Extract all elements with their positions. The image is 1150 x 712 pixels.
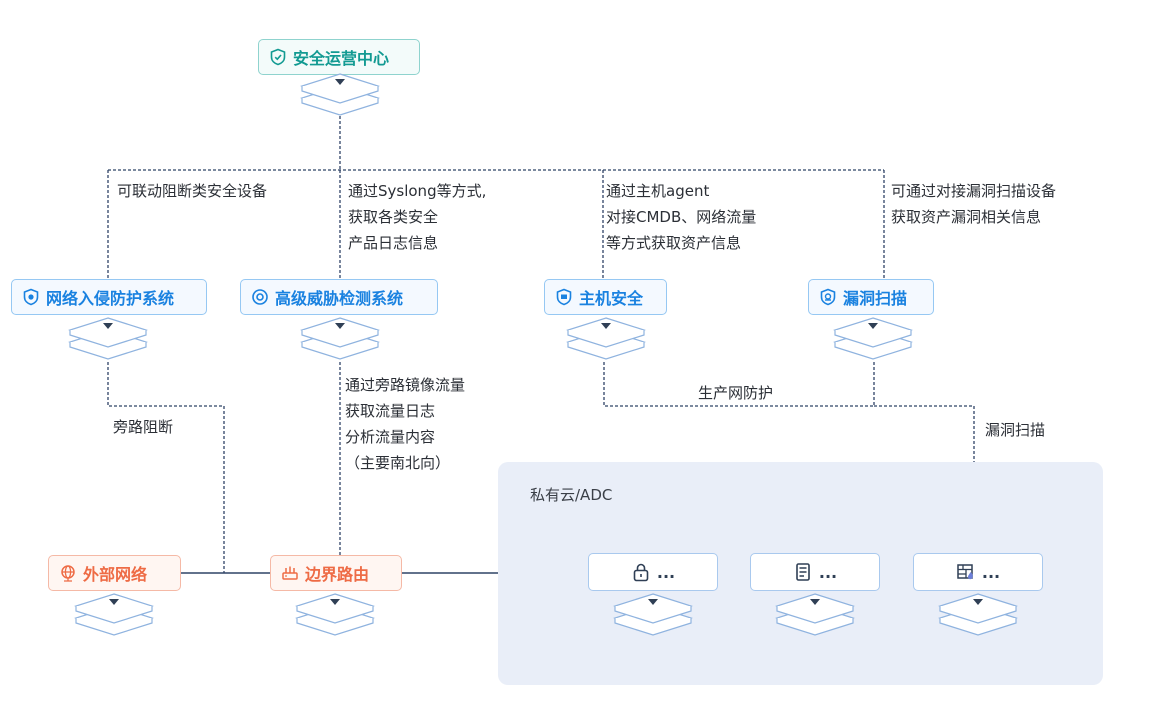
apt-stack-icon — [298, 316, 382, 360]
cloud-asset-lock[interactable]: ... — [588, 553, 718, 591]
ips-label: 网络入侵防护系统 — [46, 289, 175, 308]
hids-stack-icon — [564, 316, 648, 360]
lock-asset-stack-icon — [611, 592, 695, 636]
cloud-asset-firewall[interactable]: ... — [913, 553, 1043, 591]
vuln-stack-icon — [831, 316, 915, 360]
ips-node[interactable]: 网络入侵防护系统 — [11, 279, 207, 315]
shield-host-icon — [555, 288, 573, 306]
note-vuln-scan: 漏洞扫描 — [985, 421, 1046, 439]
hids-protect-line — [603, 362, 875, 407]
private-cloud-title: 私有云/ADC — [530, 486, 613, 504]
external-network-node[interactable]: 外部网络 — [48, 555, 181, 591]
apt-node[interactable]: 高级威胁检测系统 — [240, 279, 438, 315]
firewall-asset-stack-icon — [936, 592, 1020, 636]
note-syslog: 通过Syslong等方式, 获取各类安全 产品日志信息 — [348, 182, 487, 252]
note-scan-integration: 可通过对接漏洞扫描设备 获取资产漏洞相关信息 — [891, 182, 1057, 226]
cloud-asset-server[interactable]: ... — [750, 553, 880, 591]
note-linkage: 可联动阻断类安全设备 — [117, 182, 268, 200]
note-prod-protect: 生产网防护 — [698, 384, 774, 402]
cloud-asset-lock-label: ... — [656, 562, 676, 582]
soc-stack-icon — [298, 72, 382, 116]
vuln-node[interactable]: 漏洞扫描 — [808, 279, 934, 315]
server-icon — [793, 562, 813, 582]
border-stack-icon — [293, 592, 377, 636]
hids-label: 主机安全 — [579, 289, 644, 308]
border-router-node[interactable]: 边界路由 — [270, 555, 402, 591]
soc-node[interactable]: 安全运营中心 — [258, 39, 420, 75]
soc-label: 安全运营中心 — [293, 49, 390, 68]
lock-icon — [631, 562, 651, 582]
shield-bug-icon — [22, 288, 40, 306]
note-mirror: 通过旁路镜像流量 获取流量日志 分析流量内容 （主要南北向） — [345, 376, 466, 472]
border-router-label: 边界路由 — [305, 565, 370, 584]
ips-stack-icon — [66, 316, 150, 360]
router-icon — [281, 564, 299, 582]
note-bypass-block: 旁路阻断 — [113, 418, 174, 436]
cloud-asset-firewall-label: ... — [981, 562, 1001, 582]
note-agent: 通过主机agent 对接CMDB、网络流量 等方式获取资产信息 — [606, 182, 757, 252]
server-asset-stack-icon — [773, 592, 857, 636]
apt-label: 高级威胁检测系统 — [275, 289, 404, 308]
shield-scan-icon — [819, 288, 837, 306]
hids-node[interactable]: 主机安全 — [544, 279, 667, 315]
external-stack-icon — [72, 592, 156, 636]
cloud-asset-server-label: ... — [818, 562, 838, 582]
shield-check-icon — [269, 48, 287, 66]
target-icon — [251, 288, 269, 306]
vuln-label: 漏洞扫描 — [843, 289, 908, 308]
globe-icon — [59, 564, 77, 582]
external-network-label: 外部网络 — [83, 565, 148, 584]
firewall-icon — [956, 562, 976, 582]
ips-bypass-line — [107, 362, 225, 573]
